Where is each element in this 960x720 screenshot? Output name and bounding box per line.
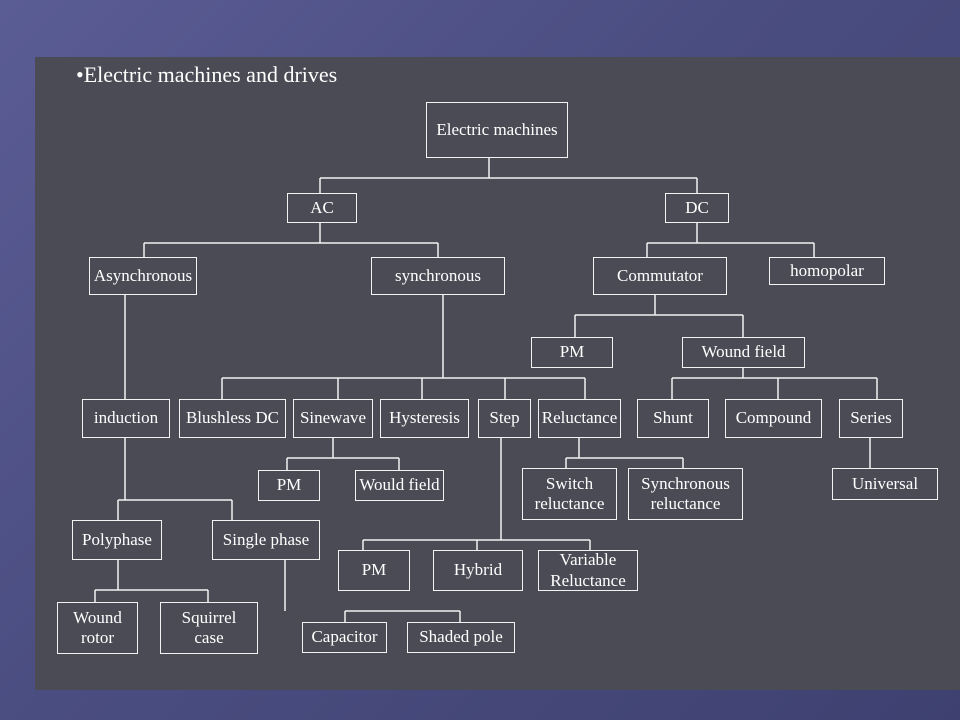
node-shaded-pole: Shaded pole <box>407 622 515 653</box>
node-dc: DC <box>665 193 729 223</box>
node-commutator: Commutator <box>593 257 727 295</box>
slide-panel <box>35 57 960 690</box>
connector-commutator <box>574 295 744 337</box>
node-capacitor: Capacitor <box>302 622 387 653</box>
connector-single-phase <box>284 560 461 622</box>
node-pm-step: PM <box>338 550 410 591</box>
connector-step <box>362 438 591 550</box>
node-wound-rotor: Wound rotor <box>57 602 138 654</box>
connector-wound-field <box>671 368 878 399</box>
node-brushless-dc: Blushless DC <box>179 399 286 438</box>
connector-ac <box>143 223 439 257</box>
node-electric-machines: Electric machines <box>426 102 568 158</box>
connector-synchronous <box>221 295 586 399</box>
node-induction: induction <box>82 399 170 438</box>
node-would-field: Would field <box>355 470 444 501</box>
node-synchronous: synchronous <box>371 257 505 295</box>
node-compound: Compound <box>725 399 822 438</box>
connector-induction <box>117 438 233 520</box>
node-switch-reluctance: Switch reluctance <box>522 468 617 520</box>
connector-sinewave <box>286 438 400 470</box>
node-universal: Universal <box>832 468 938 500</box>
node-reluctance: Reluctance <box>538 399 621 438</box>
node-wound-field: Wound field <box>682 337 805 368</box>
node-step: Step <box>478 399 531 438</box>
node-polyphase: Polyphase <box>72 520 162 560</box>
node-synchronous-reluctance: Synchronous reluctance <box>628 468 743 520</box>
node-variable-reluctance: Variable Reluctance <box>538 550 638 591</box>
node-pm-commutator: PM <box>531 337 613 368</box>
node-pm-sinewave: PM <box>258 470 320 501</box>
node-ac: AC <box>287 193 357 223</box>
connector-dc <box>646 223 815 257</box>
connector-reluctance <box>565 438 684 468</box>
node-single-phase: Single phase <box>212 520 320 560</box>
slide-title: •Electric machines and drives <box>76 62 338 87</box>
node-hysteresis: Hysteresis <box>380 399 469 438</box>
connector-polyphase <box>94 560 209 602</box>
node-hybrid: Hybrid <box>433 550 523 591</box>
node-homopolar: homopolar <box>769 257 885 285</box>
node-series: Series <box>839 399 903 438</box>
node-asynchronous: Asynchronous <box>89 257 197 295</box>
node-sinewave: Sinewave <box>293 399 373 438</box>
connector-root <box>319 158 698 193</box>
node-squirrel-case: Squirrel case <box>160 602 258 654</box>
node-shunt: Shunt <box>637 399 709 438</box>
